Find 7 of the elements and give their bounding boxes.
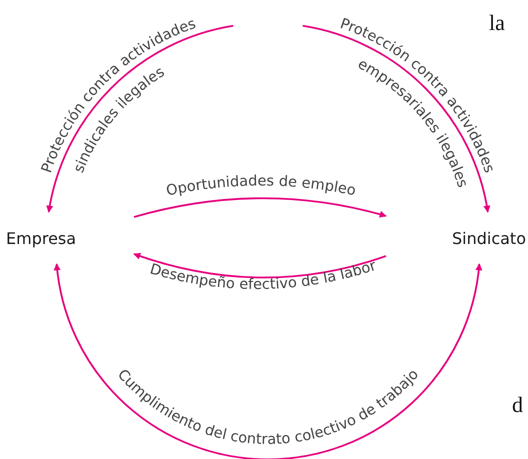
entity-label: Empresa: [4, 212, 134, 264]
edge-label: Oportunidades de empleo: [164, 174, 358, 200]
arrow: [134, 197, 387, 218]
arrow: [133, 252, 386, 278]
text-fragment: d: [512, 392, 523, 418]
arrow: [54, 263, 482, 459]
entity-label: Sindicato: [386, 212, 528, 264]
